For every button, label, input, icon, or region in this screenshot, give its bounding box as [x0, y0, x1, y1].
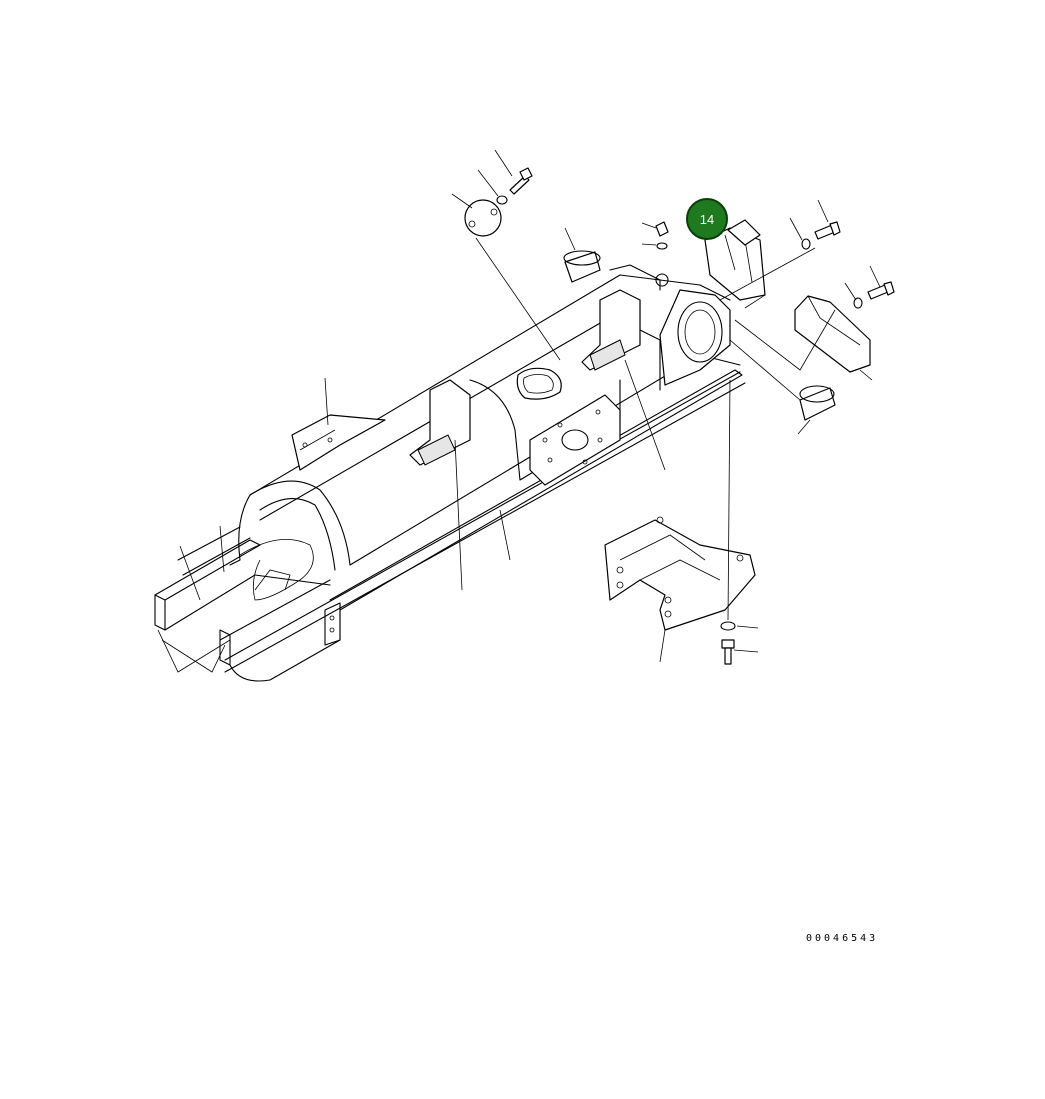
track-frame [154, 274, 746, 682]
bracket-front [581, 289, 641, 371]
bushing-lower [799, 385, 836, 421]
washer-cover [853, 297, 863, 309]
drawing-number: 00046543 [806, 933, 879, 944]
bolt-top [509, 167, 533, 195]
bracket-middle [409, 379, 471, 466]
bolt-cover [867, 281, 895, 300]
cover-plate [464, 199, 502, 237]
bushing-upper [563, 250, 601, 283]
bracket-rear [291, 414, 386, 471]
bolt-14 [814, 221, 841, 240]
callout-14[interactable]: 14 [686, 198, 728, 240]
grease-fitting [655, 221, 669, 250]
pivot-housing [609, 264, 731, 386]
bolt-bottom [721, 639, 735, 665]
washer-top [496, 195, 508, 205]
guard-plate-14 [704, 219, 766, 301]
leader-lines [157, 149, 881, 673]
washer-bottom [720, 621, 736, 631]
washer-14 [801, 238, 811, 250]
support-bracket [604, 516, 756, 631]
seal-ring [516, 367, 562, 400]
guard-cover [794, 295, 871, 373]
